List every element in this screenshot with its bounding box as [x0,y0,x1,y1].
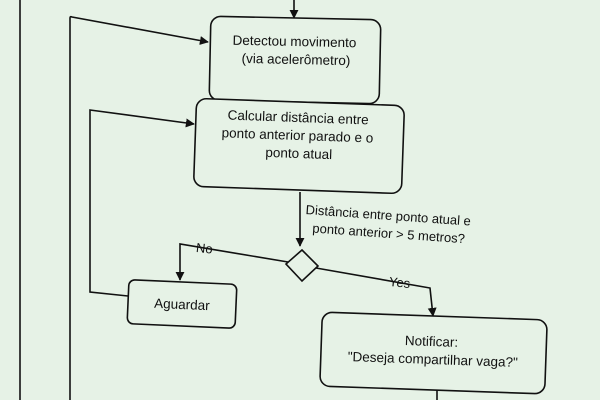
node-notificar-text: Notificar: "Deseja compartilhar vaga?" [347,331,518,370]
node-notificar: Notificar: "Deseja compartilhar vaga?" [319,311,548,395]
node-aguardar-text: Aguardar [154,296,211,313]
node-calcular-line-2: ponto anterior parado e o [221,125,373,145]
decision-diamond [284,248,320,283]
node-detectou-movimento: Detectou movimento (via acelerômetro) [208,15,382,105]
edge-condition-label: Distância entre ponto atual e ponto ante… [304,202,475,247]
node-aguardar-box [126,279,238,329]
node-calcular-text: Calcular distância entre ponto anterior … [221,107,378,163]
node-calcular-distancia: Calcular distância entre ponto anterior … [193,97,405,195]
node-notificar-box [319,311,548,395]
node-aguardar: Aguardar [126,279,238,329]
node-calcular-line-1: Calcular distância entre [227,107,369,127]
node-calcular-box [193,97,405,195]
node-notificar-line-2: "Deseja compartilhar vaga?" [347,349,518,370]
node-notificar-line-1: Notificar: [405,333,459,350]
node-detectou-text: Detectou movimento (via acelerômetro) [232,33,360,69]
edge-no-label: No [195,240,213,257]
edge-loop-left-to-detectou [69,15,209,400]
edge-aguardar-loop-to-calcular [89,109,195,297]
node-calcular-line-3: ponto atual [265,145,332,162]
edge-yes-label: Yes [388,274,411,291]
edge-decision-yes-to-notificar [315,267,437,317]
edge-decision-no-to-aguardar [175,243,289,281]
node-aguardar-line-1: Aguardar [154,296,211,313]
node-detectou-line-2: (via acelerômetro) [241,51,350,68]
node-detectou-line-1: Detectou movimento [232,33,356,51]
decision-diamond-shape [284,248,320,283]
